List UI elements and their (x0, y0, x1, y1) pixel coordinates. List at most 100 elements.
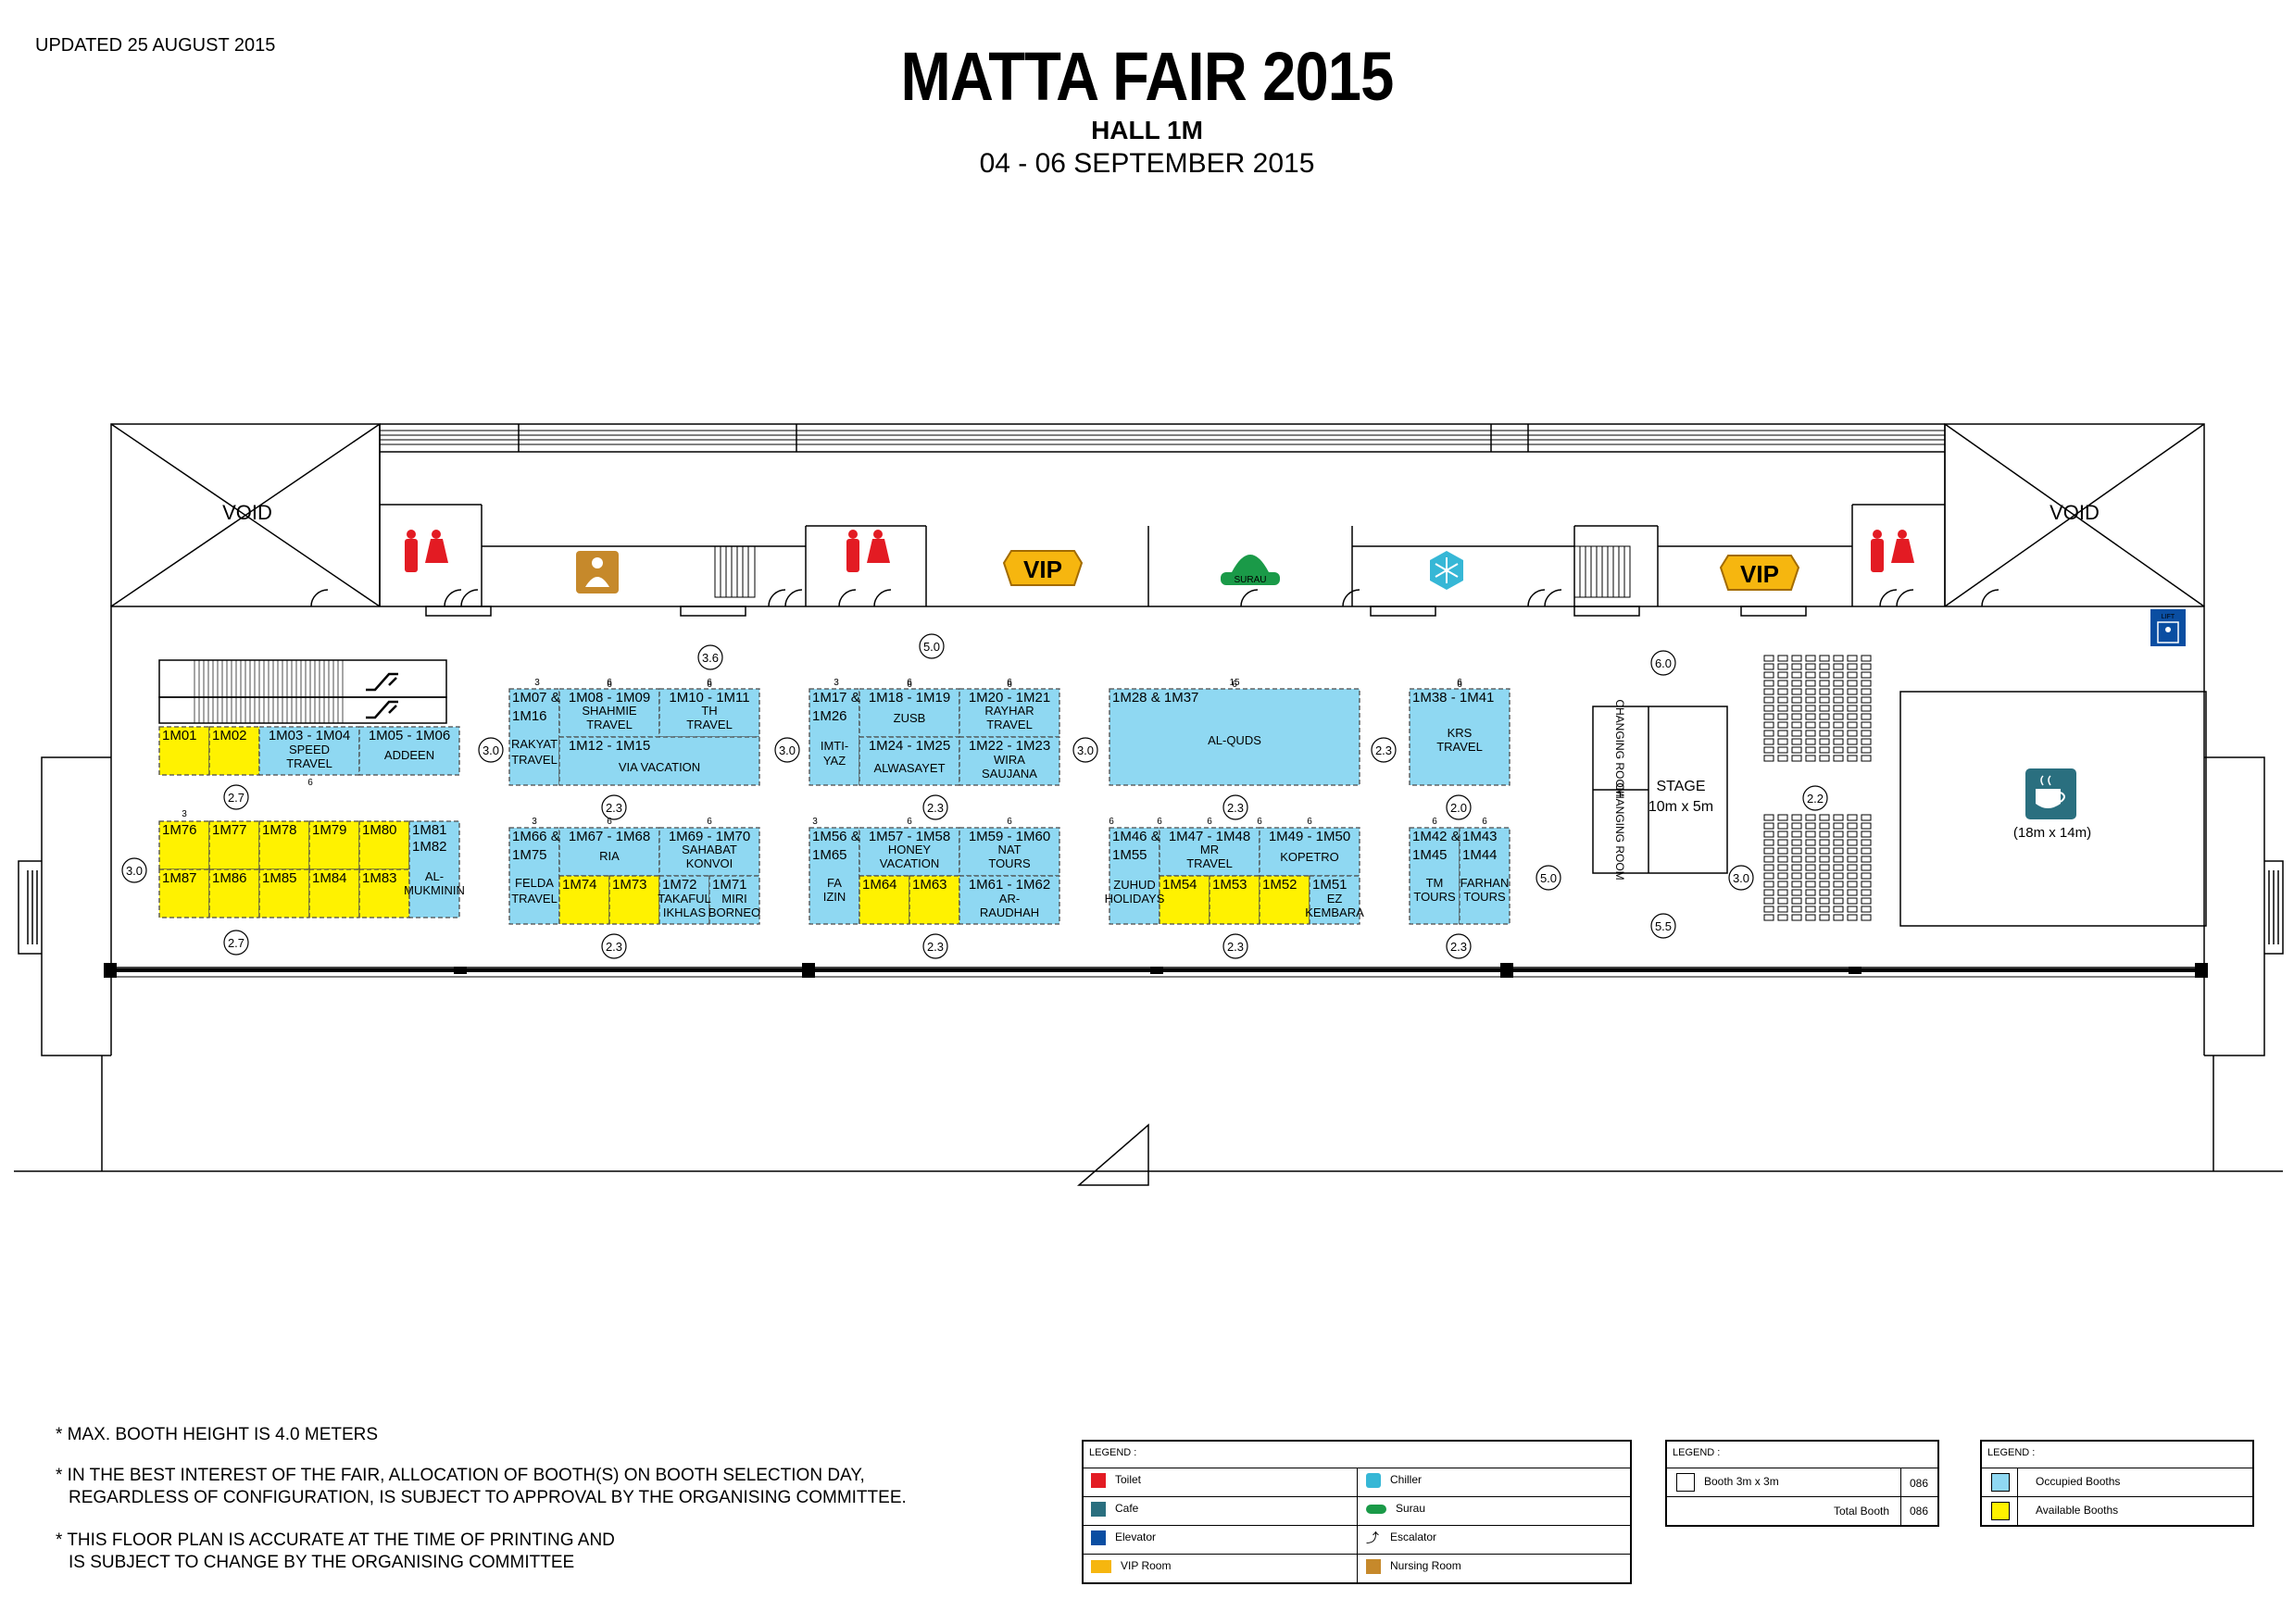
surau-label: SURAU (1234, 575, 1266, 585)
aisle-width: 3.6 (702, 651, 719, 665)
dimension-label: 6 (907, 680, 912, 690)
booth-1m38-1m41[interactable] (1409, 688, 1511, 786)
booth-1m52[interactable] (1259, 875, 1310, 925)
legend-nursing: Nursing Room (1366, 1559, 1461, 1574)
booth-1m07-1m16[interactable] (508, 688, 560, 786)
booth-1m28-1m37[interactable] (1109, 688, 1360, 786)
aisle-width: 5.0 (1540, 871, 1557, 885)
booth-label: 1M75 (512, 847, 547, 863)
occupied-swatch (1991, 1473, 2010, 1492)
void-right-label: VOID (2050, 501, 2100, 524)
booth-1m46-1m55[interactable] (1109, 827, 1160, 925)
cafe-icon (2025, 768, 2076, 819)
booth-label: 1M54 (1162, 877, 1197, 893)
booth-1m59-1m60[interactable] (959, 827, 1060, 877)
booth-label: 1M85 (262, 870, 297, 886)
void-left-label: VOID (222, 501, 272, 524)
booth-label: 1M24 - 1M25 (869, 738, 950, 754)
booth-label: 1M20 - 1M21 (969, 690, 1050, 706)
aisle-width: 3.0 (1077, 743, 1094, 757)
dimension-label: 6 (1307, 817, 1312, 827)
nursing-room-icon (1366, 1559, 1381, 1574)
booth-label: TOURS (988, 856, 1031, 870)
booth-1m02[interactable] (208, 726, 260, 776)
booth-label: TRAVEL (286, 756, 332, 770)
booth-label: 1M65 (812, 847, 847, 863)
booth-1m71[interactable] (708, 875, 760, 925)
booth-1m22-1m23[interactable] (959, 736, 1060, 786)
aisle-width-marker: 5.0 (919, 633, 945, 659)
booth-label: 1M08 - 1M09 (569, 690, 650, 706)
booth-label: MIRI (721, 892, 746, 906)
escalator-icon: ⤴ (1366, 1530, 1379, 1545)
booth-label: TRAVEL (511, 753, 558, 767)
booth-1m78[interactable] (258, 820, 310, 870)
booth-1m12-1m15[interactable] (558, 736, 760, 786)
aisle-width: 2.2 (1807, 792, 1824, 806)
booth-1m84[interactable] (308, 868, 360, 918)
booth-label: TRAVEL (1436, 740, 1483, 754)
booth-1m79[interactable] (308, 820, 360, 870)
dimension-label: 6 (1109, 817, 1114, 827)
booth-1m56-1m65[interactable] (809, 827, 860, 925)
dimension-label: 6 (1232, 680, 1237, 690)
available-swatch (1991, 1502, 2010, 1520)
booth-1m86[interactable] (208, 868, 260, 918)
toilet-icon (846, 530, 890, 572)
booth-1m57-1m58[interactable] (859, 827, 960, 877)
booth-1m80[interactable] (358, 820, 410, 870)
dimension-label: 15 (1229, 678, 1240, 688)
aisle-width: 2.3 (927, 801, 944, 815)
booth-1m20-1m21[interactable] (959, 688, 1060, 738)
booth-1m87[interactable] (158, 868, 210, 918)
booth-1m17-1m26[interactable] (809, 688, 860, 786)
aisle-width-marker: 2.0 (1446, 794, 1472, 820)
booth-label: 1M71 (712, 877, 747, 893)
booth-label: 1M86 (212, 870, 247, 886)
note-allocation-2: REGARDLESS OF CONFIGURATION, IS SUBJECT … (69, 1488, 907, 1507)
dimension-label: 3 (532, 817, 537, 827)
booth-1m10-1m11[interactable] (658, 688, 760, 738)
booth-label: SPEED (289, 743, 330, 756)
legend-facilities: LEGEND : Toilet Cafe Elevator VIP Room C… (1082, 1440, 1632, 1584)
stage-size: 10m x 5m (1648, 799, 1713, 815)
booth-label: 1M16 (512, 708, 547, 724)
booth-1m81-1m82[interactable] (408, 820, 460, 918)
booth-1m54[interactable] (1159, 875, 1210, 925)
booth-1m64[interactable] (859, 875, 910, 925)
booth-1m51[interactable] (1309, 875, 1360, 925)
booth-1m24-1m25[interactable] (859, 736, 960, 786)
booth-1m61-1m62[interactable] (959, 875, 1060, 925)
booth-1m18-1m19[interactable] (859, 688, 960, 738)
booth-1m53[interactable] (1209, 875, 1260, 925)
booth-1m43-1m44[interactable] (1459, 827, 1511, 925)
booth-1m67-1m68[interactable] (558, 827, 660, 877)
aisle-width: 2.3 (1227, 801, 1244, 815)
booth-1m03-1m04[interactable] (258, 726, 360, 776)
booth-1m42-1m45[interactable] (1409, 827, 1460, 925)
booth-1m72[interactable] (658, 875, 710, 925)
booth-1m05-1m06[interactable] (358, 726, 460, 776)
aisle-width-marker: 3.0 (121, 857, 147, 883)
vip-label: VIP (1023, 556, 1062, 583)
booth-1m49-1m50[interactable] (1259, 827, 1360, 877)
booth-1m69-1m70[interactable] (658, 827, 760, 877)
booth-label: 1M55 (1112, 847, 1147, 863)
aisle-width-marker: 2.3 (1222, 933, 1248, 959)
legend-heading: LEGEND : (1089, 1447, 1137, 1458)
booth-label: HONEY (888, 843, 932, 856)
booth-label: 1M43 (1462, 829, 1498, 844)
aisle-width-marker: 5.5 (1650, 913, 1676, 939)
aisle-width: 3.0 (483, 743, 499, 757)
booth-1m47-1m48[interactable] (1159, 827, 1260, 877)
stage-seating (1763, 655, 1872, 921)
booth-label: WIRA (994, 753, 1025, 767)
booth-1m66-1m75[interactable] (508, 827, 560, 925)
booth-1m08-1m09[interactable] (558, 688, 660, 738)
booth-label: 1M42 & (1412, 829, 1460, 844)
aisle-width-marker: 2.7 (223, 784, 249, 810)
aisle-width: 2.7 (228, 936, 244, 950)
legend-vip: VIP Room (1091, 1559, 1171, 1573)
booth-label: 1M10 - 1M11 (669, 690, 749, 706)
escalator-icon (366, 672, 398, 719)
